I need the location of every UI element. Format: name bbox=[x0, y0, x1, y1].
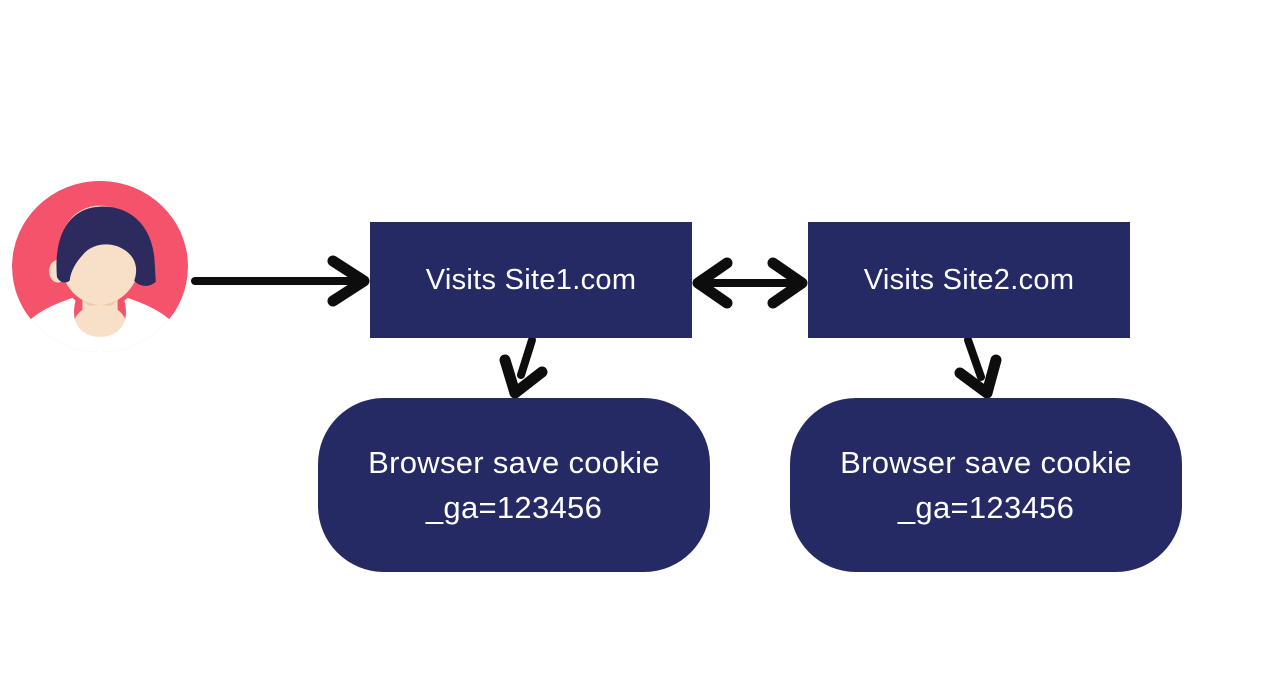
node-cookie1: Browser save cookie _ga=123456 bbox=[318, 398, 710, 572]
arrow-site1-site2-double bbox=[692, 257, 808, 309]
node-site2-label: Visits Site2.com bbox=[863, 263, 1075, 296]
arrow-site1-to-cookie1 bbox=[499, 336, 548, 399]
node-site1-label: Visits Site1.com bbox=[425, 263, 637, 296]
node-cookie2-line2: _ga=123456 bbox=[897, 490, 1075, 525]
node-cookie2-line1: Browser save cookie bbox=[840, 445, 1132, 480]
arrow-site2-to-cookie2 bbox=[954, 336, 1002, 399]
node-cookie1-line1: Browser save cookie bbox=[368, 445, 660, 480]
node-cookie1-line2: _ga=123456 bbox=[425, 490, 603, 525]
user-avatar-icon bbox=[11, 180, 189, 353]
node-site1: Visits Site1.com bbox=[370, 222, 692, 338]
node-site2: Visits Site2.com bbox=[808, 222, 1130, 338]
node-cookie2: Browser save cookie _ga=123456 bbox=[790, 398, 1182, 572]
arrow-user-to-site1 bbox=[191, 255, 370, 307]
